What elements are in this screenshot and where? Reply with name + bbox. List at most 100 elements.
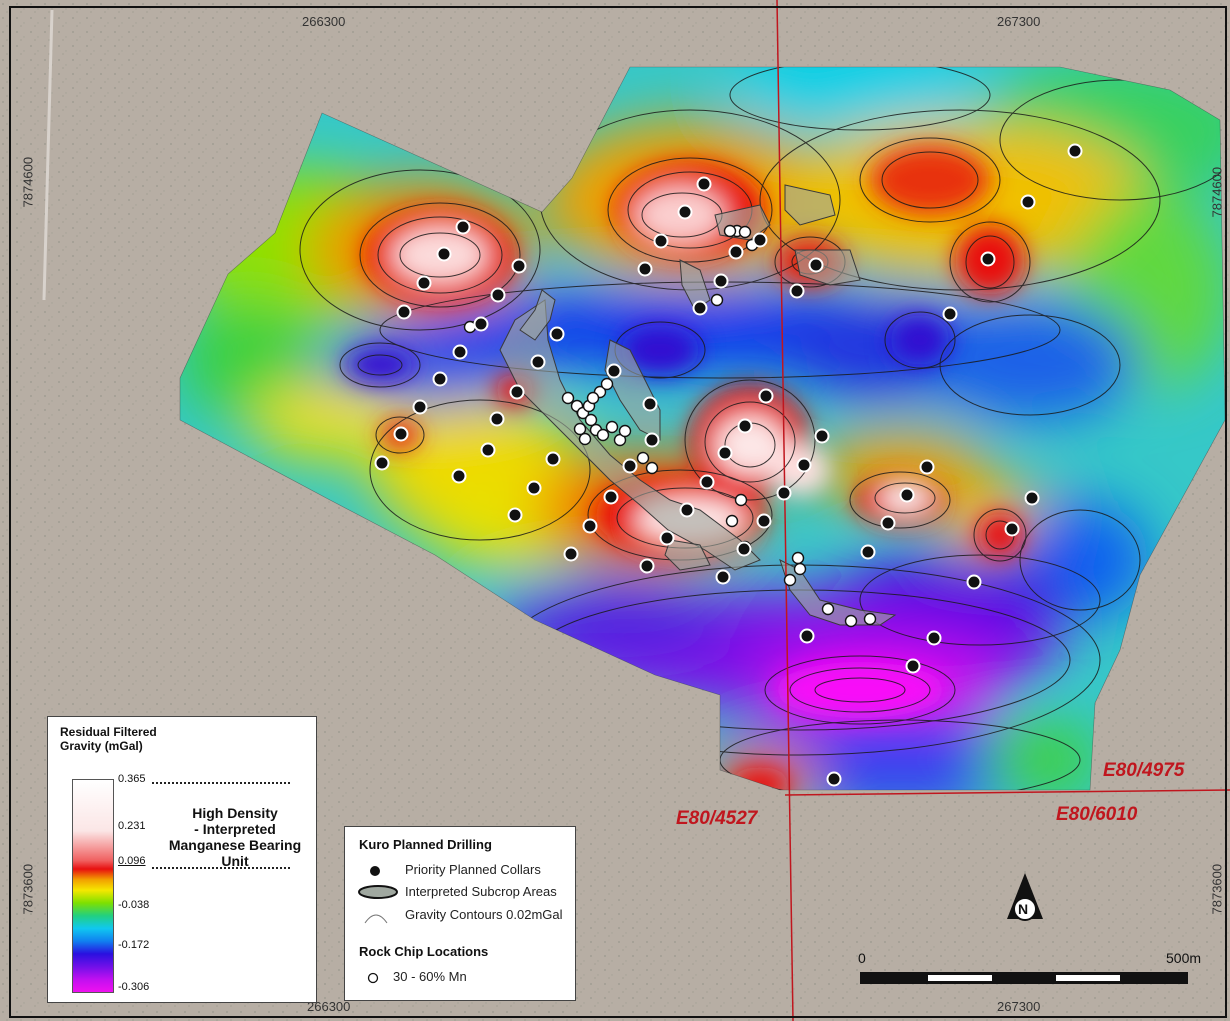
gravity-legend-title: Residual Filtered Gravity (mGal)	[60, 725, 157, 753]
legend-item-subcrop: Interpreted Subcrop Areas	[405, 884, 557, 899]
collar-28	[606, 363, 622, 379]
scale-label-start: 0	[858, 950, 866, 966]
rock-chip-legend-title: Rock Chip Locations	[359, 944, 489, 959]
tick-m0306: -0.306	[118, 981, 150, 993]
collar-27	[549, 326, 565, 342]
collar-22	[451, 468, 467, 484]
collar-40	[679, 502, 695, 518]
collar-32	[603, 489, 619, 505]
tick-m0172: -0.172	[118, 939, 150, 951]
grid-label-x-top-2: 267300	[997, 14, 1041, 29]
collar-15	[396, 304, 412, 320]
north-arrow	[1007, 873, 1043, 921]
tenement-boundaries	[776, 0, 1230, 1021]
rock-chip-26	[783, 573, 797, 587]
collar-65	[1067, 143, 1083, 159]
collar-4	[728, 244, 744, 260]
collar-2	[653, 233, 669, 249]
collar-30	[644, 432, 660, 448]
collar-42	[717, 445, 733, 461]
collar-26	[530, 354, 546, 370]
map-frame	[9, 6, 1227, 1018]
collar-16	[473, 316, 489, 332]
rock-chip-28	[844, 614, 858, 628]
collar-0	[696, 176, 712, 192]
grid-label-x-bottom-2: 267300	[997, 999, 1041, 1014]
survey-outline	[179, 66, 1226, 791]
collar-33	[582, 518, 598, 534]
collar-51	[860, 544, 876, 560]
collar-23	[480, 442, 496, 458]
rock-chip-13	[586, 391, 600, 405]
rock-chip-27	[821, 602, 835, 616]
collar-43	[737, 418, 753, 434]
collar-35	[545, 451, 561, 467]
collar-25	[509, 384, 525, 400]
collar-24	[489, 411, 505, 427]
legend-item-rock-chip: 30 - 60% Mn	[393, 969, 467, 984]
rock-chip-19	[723, 224, 737, 238]
collar-38	[639, 558, 655, 574]
collar-47	[756, 513, 772, 529]
rock-chip-14	[573, 422, 587, 436]
collar-62	[942, 306, 958, 322]
collar-37	[507, 507, 523, 523]
grid-label-y-right-1: 7874600	[1209, 166, 1225, 218]
collar-29	[642, 396, 658, 412]
collar-57	[1024, 490, 1040, 506]
collar-39	[659, 530, 675, 546]
collar-19	[412, 399, 428, 415]
collar-54	[919, 459, 935, 475]
tick-m0038: -0.038	[118, 899, 150, 911]
collar-56	[1004, 521, 1020, 537]
collar-49	[796, 457, 812, 473]
rock-chip-29	[863, 612, 877, 626]
rock-chip-7	[605, 420, 619, 434]
collar-11	[436, 246, 452, 262]
priority-collar-points	[374, 143, 1083, 787]
collar-34	[563, 546, 579, 562]
collar-symbol-icon	[370, 866, 380, 876]
gravity-legend: Residual Filtered Gravity (mGal) 0.365 0…	[47, 716, 317, 1003]
rock-chip-22	[734, 493, 748, 507]
rock-chip-20	[710, 293, 724, 307]
collar-18	[432, 371, 448, 387]
rock-chip-30	[636, 451, 650, 465]
collar-3	[637, 261, 653, 277]
grid-label-y-right-2: 7873600	[1209, 863, 1225, 915]
gravity-color-ramp	[72, 779, 114, 993]
collar-8	[692, 300, 708, 316]
collar-46	[715, 569, 731, 585]
collar-10	[455, 219, 471, 235]
collar-58	[926, 630, 942, 646]
collar-45	[736, 541, 752, 557]
high-density-top-line	[152, 782, 290, 784]
grid-label-x-top-1: 266300	[302, 14, 346, 29]
rock-chip-6	[596, 428, 610, 442]
collar-20	[393, 426, 409, 442]
legend-item-collars: Priority Planned Collars	[405, 862, 541, 877]
collar-12	[511, 258, 527, 274]
drilling-legend-title: Kuro Planned Drilling	[359, 837, 492, 852]
collar-60	[799, 628, 815, 644]
contour-symbol-icon	[364, 914, 388, 924]
collar-1	[677, 204, 693, 220]
tenement-label-e80-4975: E80/4975	[1103, 760, 1185, 781]
rock-chip-31	[645, 461, 659, 475]
collar-61	[826, 771, 842, 787]
legend-item-contours: Gravity Contours 0.02mGal	[405, 907, 563, 922]
collar-44	[758, 388, 774, 404]
rock-chip-4	[584, 413, 598, 427]
high-density-bottom-line	[152, 867, 290, 869]
rock-chip-symbol-icon	[367, 972, 379, 984]
scale-label-end: 500m	[1166, 950, 1202, 966]
grid-label-x-bottom-1: 266300	[307, 999, 351, 1014]
collar-41	[699, 474, 715, 490]
tenement-label-e80-6010: E80/6010	[1056, 804, 1138, 825]
rock-chip-12	[600, 377, 614, 391]
collar-36	[526, 480, 542, 496]
collar-13	[416, 275, 432, 291]
tick-0231: 0.231	[118, 820, 146, 832]
grid-label-y-left-2: 7873600	[20, 863, 36, 915]
